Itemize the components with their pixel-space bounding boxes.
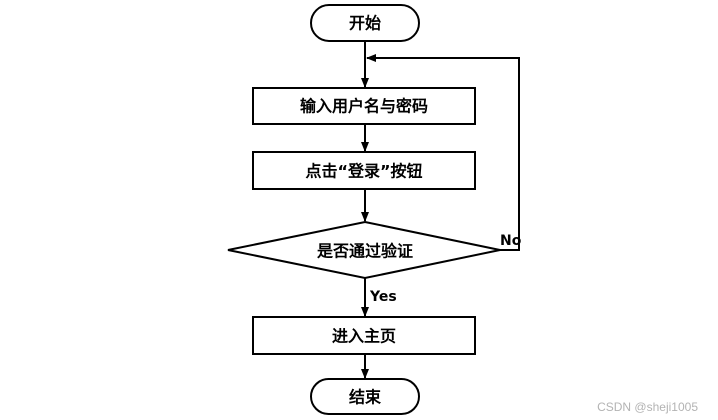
click-login-label: 点击“登录”按钮 bbox=[305, 162, 422, 181]
no-branch-label: No bbox=[500, 233, 522, 249]
end-label: 结束 bbox=[348, 388, 382, 407]
start-label: 开始 bbox=[349, 14, 381, 33]
yes-branch-label: Yes bbox=[369, 289, 397, 305]
enter-home-label: 进入主页 bbox=[332, 327, 396, 346]
end-terminator bbox=[310, 378, 420, 415]
verification-decision-label: 是否通过验证 bbox=[316, 242, 413, 261]
csdn-watermark: CSDN @sheji1005 bbox=[597, 400, 698, 414]
input-credentials-label: 输入用户名与密码 bbox=[300, 97, 428, 116]
input-credentials-box bbox=[252, 87, 476, 125]
arrow-no-loop-back bbox=[366, 54, 520, 251]
